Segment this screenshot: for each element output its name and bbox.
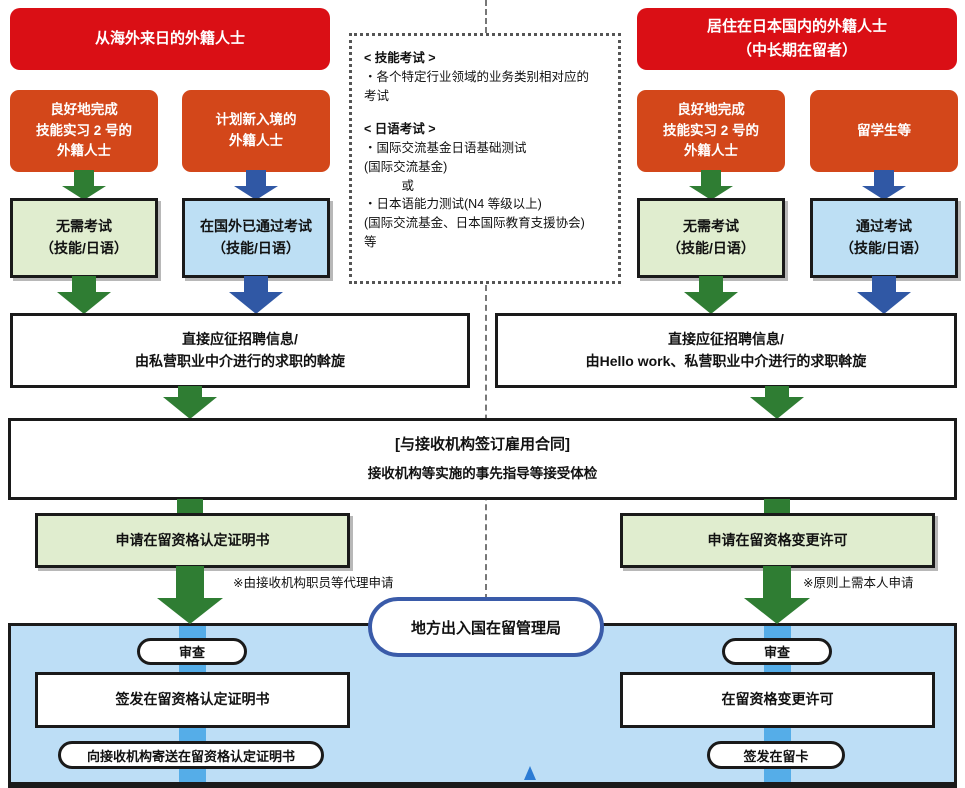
person-box-new-entry-label: 计划新入境的 外籍人士 <box>215 112 297 148</box>
down-arrow-icon <box>744 566 810 624</box>
center-dashed-line-top <box>485 0 487 33</box>
review-oval-left-label: 审查 <box>178 645 205 660</box>
bureau-pill: 地方出入国在留管理局 <box>368 597 604 657</box>
language-exam-body: ・国际交流基金日语基础测试 (国际交流基金) 或 ・日本语能力测试(N4 等级以… <box>364 141 585 249</box>
down-arrow-icon <box>229 276 283 314</box>
person-box-students: 留学生等 <box>810 90 958 172</box>
recruit-box-left: 直接应征招聘信息/ 由私营职业中介进行的求职的斡旋 <box>10 313 470 388</box>
contract-box: [与接收机构签订雇用合同] 接收机构等实施的事先指导等接受体检 <box>8 418 957 500</box>
header-domestic-label: 居住在日本国内的外籍人士 （中长期在留者） <box>706 18 887 59</box>
exam-box-none-right: 无需考试 （技能/日语） <box>637 198 785 278</box>
down-arrow-icon <box>62 170 106 200</box>
apply-change-label: 申请在留资格变更许可 <box>707 531 848 548</box>
bureau-pill-label: 地方出入国在留管理局 <box>410 619 561 637</box>
exam-note-box: < 技能考试 > ・各个特定行业领域的业务类别相对应的 考试 < 日语考试 > … <box>349 33 621 284</box>
send-coe-oval-label: 向接收机构寄送在留资格认定证明书 <box>86 748 295 764</box>
exam-box-passed-abroad: 在国外已通过考试 （技能/日语） <box>182 198 330 278</box>
contract-subtitle: 接收机构等实施的事先指导等接受体检 <box>367 465 598 481</box>
person-box-students-label: 留学生等 <box>857 122 911 138</box>
apply-change-box: 申请在留资格变更许可 <box>620 513 935 568</box>
person-box-technical-intern-left: 良好地完成 技能实习 2 号的 外籍人士 <box>10 90 158 172</box>
send-coe-oval: 向接收机构寄送在留资格认定证明书 <box>58 741 324 769</box>
change-permit-box: 在留资格变更许可 <box>620 672 935 728</box>
apply-note-left: ※由接收机构职员等代理申请 <box>233 576 394 590</box>
exam-box-none-left: 无需考试 （技能/日语） <box>10 198 158 278</box>
header-overseas-label: 从海外来日的外籍人士 <box>94 30 245 47</box>
down-arrow-icon <box>689 170 733 200</box>
recruit-box-left-label: 直接应征招聘信息/ 由私营职业中介进行的求职的斡旋 <box>135 330 345 369</box>
person-box-technical-intern-right-label: 良好地完成 技能实习 2 号的 外籍人士 <box>662 101 759 159</box>
person-box-new-entry: 计划新入境的 外籍人士 <box>182 90 330 172</box>
issue-coe-box: 签发在留资格认定证明书 <box>35 672 350 728</box>
recruit-box-right: 直接应征招聘信息/ 由Hello work、私营职业中介进行的求职斡旋 <box>495 313 957 388</box>
issue-card-oval-label: 签发在留卡 <box>743 748 809 764</box>
skill-exam-title: < 技能考试 > <box>364 51 436 65</box>
recruit-box-right-label: 直接应征招聘信息/ 由Hello work、私营职业中介进行的求职斡旋 <box>585 330 867 369</box>
person-box-technical-intern-left-label: 良好地完成 技能实习 2 号的 外籍人士 <box>35 101 132 159</box>
down-arrow-icon <box>157 566 223 624</box>
change-permit-label: 在留资格变更许可 <box>721 691 834 708</box>
exam-box-passed-label: 通过考试 （技能/日语） <box>840 218 928 256</box>
bottom-arrow-tip <box>524 766 536 780</box>
down-arrow-icon <box>57 276 111 314</box>
issue-coe-label: 签发在留资格认定证明书 <box>115 691 270 708</box>
contract-title: [与接收机构签订雇用合同] <box>395 436 570 454</box>
person-box-technical-intern-right: 良好地完成 技能实习 2 号的 外籍人士 <box>637 90 785 172</box>
exam-box-none-right-label: 无需考试 （技能/日语） <box>667 218 755 256</box>
review-oval-right-label: 审查 <box>763 645 790 660</box>
down-arrow-icon <box>750 386 804 419</box>
down-arrow-icon <box>857 276 911 314</box>
apply-note-right: ※原则上需本人申请 <box>803 576 914 590</box>
connector-line <box>764 499 790 515</box>
apply-coe-box: 申请在留资格认定证明书 <box>35 513 350 568</box>
review-oval-left: 审查 <box>137 638 247 665</box>
header-domestic: 居住在日本国内的外籍人士 （中长期在留者） <box>637 8 957 70</box>
header-overseas: 从海外来日的外籍人士 <box>10 8 330 70</box>
down-arrow-icon <box>684 276 738 314</box>
connector-line <box>177 499 203 515</box>
down-arrow-icon <box>234 170 278 200</box>
down-arrow-icon <box>163 386 217 419</box>
exam-box-passed: 通过考试 （技能/日语） <box>810 198 958 278</box>
apply-coe-label: 申请在留资格认定证明书 <box>115 531 270 548</box>
language-exam-title: < 日语考试 > <box>364 122 436 137</box>
exam-box-passed-abroad-label: 在国外已通过考试 （技能/日语） <box>200 218 312 256</box>
issue-card-oval: 签发在留卡 <box>707 741 845 769</box>
skill-exam-body: ・各个特定行业领域的业务类别相对应的 考试 <box>364 69 590 103</box>
review-oval-right: 审查 <box>722 638 832 665</box>
exam-box-none-left-label: 无需考试 （技能/日语） <box>40 218 128 256</box>
down-arrow-icon <box>862 170 906 200</box>
